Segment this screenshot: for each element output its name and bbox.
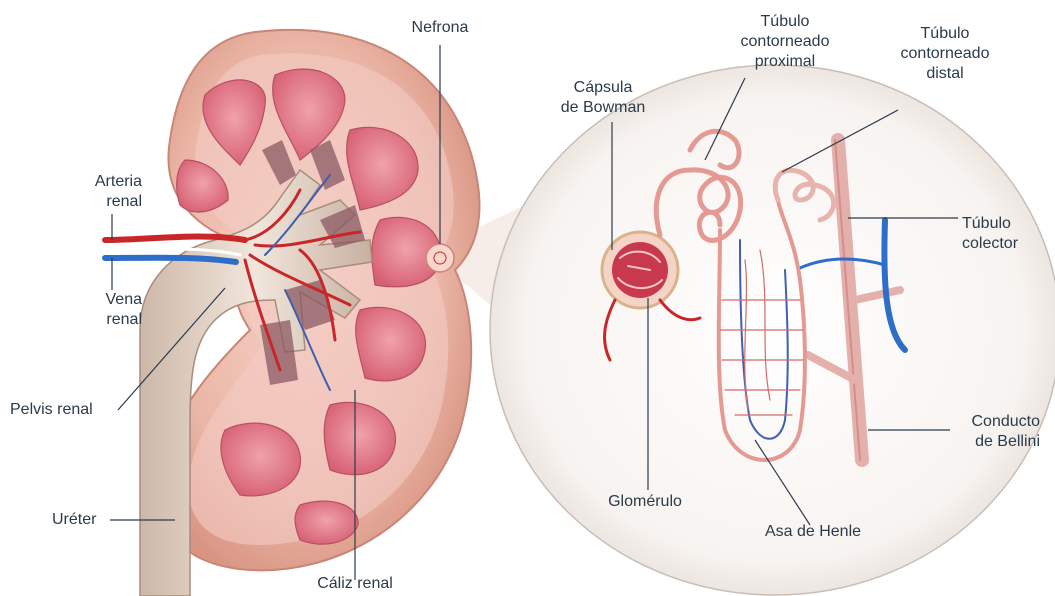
glomerulus-shape xyxy=(612,242,668,298)
label-tubulo-proximal: Túbulo contorneado proximal xyxy=(720,12,850,72)
nephron-marker xyxy=(426,244,454,272)
label-asa-henle: Asa de Henle xyxy=(748,522,878,542)
label-pelvis-renal: Pelvis renal xyxy=(10,400,93,420)
label-glomerulo: Glomérulo xyxy=(590,492,700,512)
label-tubulo-distal: Túbulo contorneado distal xyxy=(880,24,1010,84)
label-nefrona: Nefrona xyxy=(399,18,481,38)
label-conducto-bellini: Conducto de Bellini xyxy=(930,412,1040,452)
label-caliz-renal: Cáliz renal xyxy=(300,574,410,594)
label-arteria-renal: Arteria renal xyxy=(52,172,142,212)
label-ureter: Uréter xyxy=(52,510,96,530)
label-tubulo-colector: Túbulo colector xyxy=(962,214,1018,254)
label-capsula-bowman: Cápsula de Bowman xyxy=(548,78,658,118)
label-vena-renal: Vena renal xyxy=(52,290,142,330)
